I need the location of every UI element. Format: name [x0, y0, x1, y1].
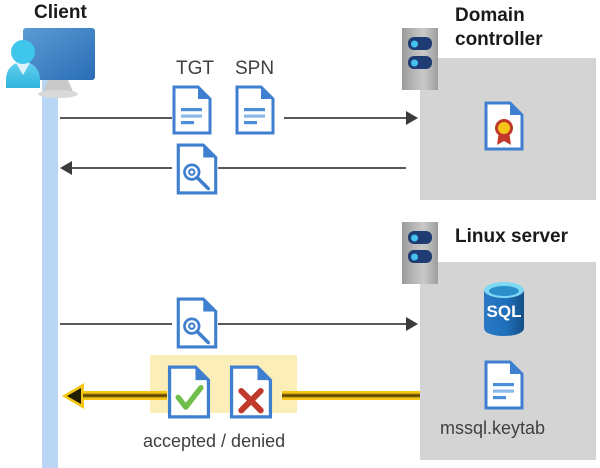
client-lifeline — [42, 80, 58, 468]
message-2-arrowhead — [60, 161, 72, 175]
sql-database-text: SQL — [487, 302, 522, 321]
message-1-line-left — [60, 117, 172, 119]
document-key-icon-ticket — [176, 143, 218, 195]
domain-controller-label-line1: Domain — [455, 5, 525, 26]
document-lines-icon-spn — [235, 85, 275, 135]
spn-label: SPN — [235, 58, 275, 79]
message-1-arrowhead — [406, 111, 418, 125]
keytab-file-label: mssql.keytab — [440, 418, 546, 438]
message-2-line-left — [72, 167, 172, 169]
message-1-line-right — [284, 117, 406, 119]
sql-database-icon: SQL — [481, 281, 527, 337]
message-3-arrowhead — [406, 317, 418, 331]
domain-controller-label-line2: controller — [455, 29, 543, 50]
document-cross-icon — [229, 365, 273, 419]
user-computer-icon — [0, 26, 110, 100]
message-3-line-right — [218, 323, 406, 325]
keytab-document-icon — [484, 360, 524, 410]
message-4-line-left — [83, 391, 167, 400]
linux-server-label: Linux server — [455, 226, 568, 247]
document-key-icon-request — [176, 297, 218, 349]
message-3-line-left — [60, 323, 172, 325]
certificate-document-icon — [484, 101, 524, 151]
document-lines-icon-tgt — [172, 85, 212, 135]
document-check-icon — [167, 365, 211, 419]
message-4-arrowhead — [62, 383, 84, 409]
message-4-line-right — [282, 391, 420, 400]
accepted-denied-label: accepted / denied — [143, 431, 286, 451]
message-2-line-right — [218, 167, 406, 169]
tgt-label: TGT — [176, 58, 214, 79]
client-label: Client — [34, 2, 87, 23]
